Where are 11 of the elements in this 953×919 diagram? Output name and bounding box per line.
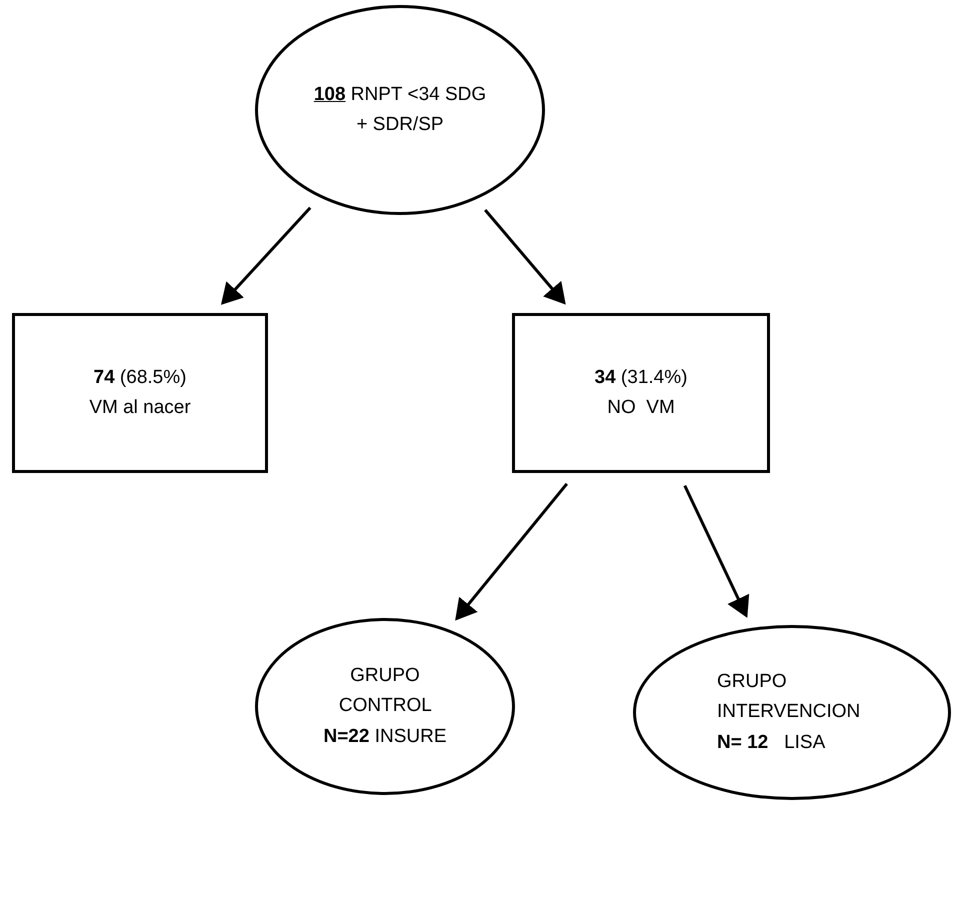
node-text: 74 (68.5%) VM al nacer [88, 366, 192, 420]
node-text: GRUPO INTERVENCION N= 12 LISA [717, 670, 862, 755]
arrow [683, 485, 750, 618]
arrow [455, 482, 568, 621]
node-text: 34 (31.4%) NO VM [594, 366, 688, 420]
arrow [484, 209, 566, 305]
process-box [12, 313, 268, 473]
arrow [220, 206, 312, 305]
node-text: GRUPO CONTROL N=22 INSURE [322, 664, 448, 749]
process-box [512, 313, 770, 473]
node-text: 108 RNPT <34 SDG + SDR/SP [312, 82, 488, 137]
